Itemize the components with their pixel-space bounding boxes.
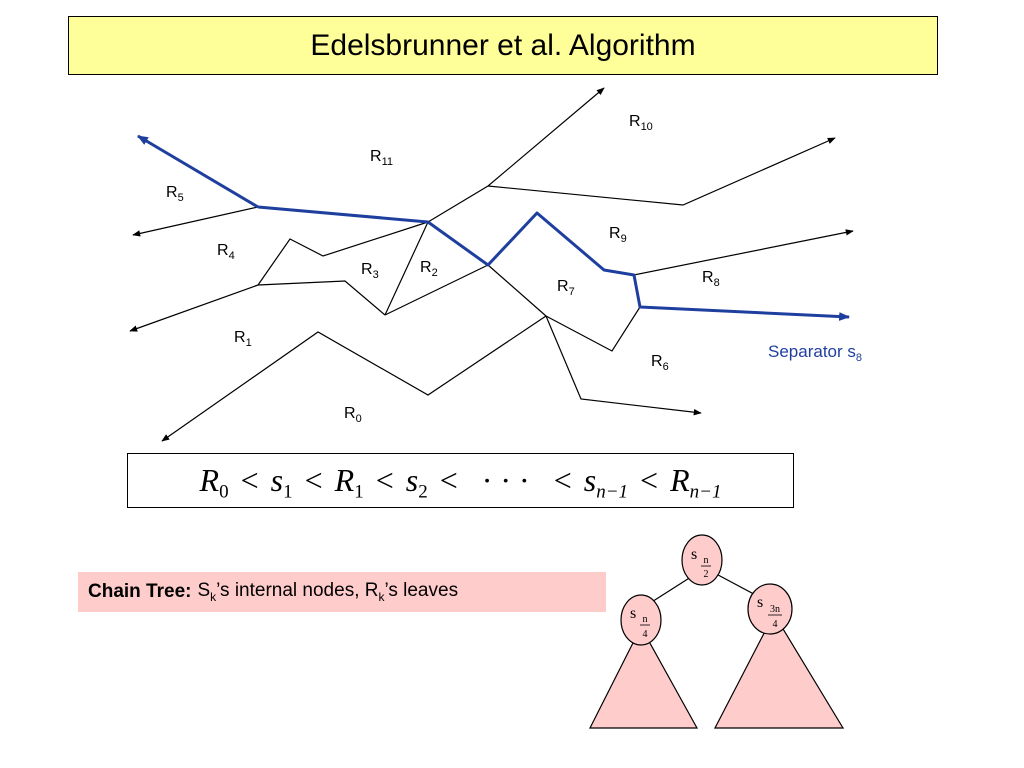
separator-left-arrow bbox=[137, 134, 259, 209]
svg-text:2: 2 bbox=[704, 569, 709, 580]
svg-text:n: n bbox=[704, 555, 709, 566]
lt-symbol: < bbox=[553, 462, 572, 498]
separator-path bbox=[257, 205, 851, 321]
edge-r3-r2-divider bbox=[384, 221, 429, 316]
edge-r7-lower bbox=[545, 306, 641, 352]
lt-symbol: < bbox=[375, 462, 394, 498]
slide-title: Edelsbrunner et al. Algorithm bbox=[68, 16, 938, 75]
region-label-r8: R8 bbox=[702, 269, 720, 289]
region-label-r3: R3 bbox=[361, 261, 379, 281]
chain-tree-caption: Chain Tree: Sk’s internal nodes, Rk’s le… bbox=[78, 572, 606, 612]
chain-tree-heading: Chain Tree: bbox=[88, 581, 192, 602]
svg-text:3n: 3n bbox=[770, 604, 780, 615]
chain-tree: s n 2 s n 4 s 3n 4 bbox=[589, 534, 845, 729]
svg-text:s: s bbox=[630, 605, 636, 622]
term-s2: s2 bbox=[405, 462, 428, 503]
svg-text:4: 4 bbox=[773, 619, 778, 630]
term-s1: s1 bbox=[270, 462, 293, 503]
edge-r8-r9-arrow bbox=[633, 229, 854, 276]
term-rn-1: Rn−1 bbox=[670, 462, 722, 503]
tree-node-right: s 3n 4 bbox=[747, 583, 793, 635]
region-label-r11: R11 bbox=[370, 148, 393, 168]
tree-node-root: s n 2 bbox=[681, 534, 723, 586]
edge-upper-arrow bbox=[427, 87, 605, 223]
subdivision-edges bbox=[129, 87, 854, 442]
chain-tree-description: Sk’s internal nodes, Rk’s leaves bbox=[197, 580, 459, 604]
region-label-r2: R2 bbox=[420, 259, 438, 279]
region-ordering-formula: R0 < s1 < R1 < s2 < · · · < sn−1 < Rn−1 bbox=[127, 453, 794, 508]
tree-node-left: s n 4 bbox=[620, 594, 662, 646]
svg-text:4: 4 bbox=[643, 629, 648, 640]
region-label-r6: R6 bbox=[651, 353, 669, 373]
region-label-r10: R10 bbox=[629, 113, 653, 133]
term-r0: R0 bbox=[199, 462, 229, 503]
edge-r2-lower bbox=[384, 264, 489, 316]
edge-left-upper-arrow bbox=[132, 206, 259, 237]
term-sn-1: sn−1 bbox=[583, 462, 629, 503]
edge-left-lower-arrow bbox=[129, 284, 259, 332]
region-labels: R0 R1 R2 R3 R4 R5 R6 R7 R8 R9 R10 R11 bbox=[166, 113, 720, 425]
svg-text:s: s bbox=[757, 594, 763, 611]
region-label-r7: R7 bbox=[557, 278, 575, 298]
edge-right-upper-arrow bbox=[487, 137, 836, 206]
lt-symbol: < bbox=[439, 462, 458, 498]
ellipsis: · · · bbox=[481, 462, 530, 498]
term-r1: R1 bbox=[334, 462, 364, 503]
region-label-r0: R0 bbox=[344, 405, 362, 425]
lt-symbol: < bbox=[240, 462, 259, 498]
lt-symbol: < bbox=[640, 462, 659, 498]
region-label-r9: R9 bbox=[609, 225, 627, 245]
region-label-r1: R1 bbox=[234, 329, 252, 349]
right-subtree-triangle bbox=[714, 612, 845, 729]
separator-s8-chain bbox=[137, 134, 851, 321]
separator-label: Separator s8 bbox=[768, 342, 862, 364]
edge-r7-left bbox=[487, 264, 547, 317]
lt-symbol: < bbox=[304, 462, 323, 498]
slide-title-text: Edelsbrunner et al. Algorithm bbox=[310, 28, 696, 62]
region-label-r4: R4 bbox=[217, 242, 235, 262]
edge-r0-r1-boundary bbox=[161, 315, 547, 442]
svg-text:n: n bbox=[643, 614, 648, 625]
left-subtree-triangle bbox=[589, 625, 699, 729]
edge-r3-lower bbox=[257, 280, 386, 316]
svg-text:s: s bbox=[691, 546, 697, 563]
region-label-r5: R5 bbox=[166, 184, 184, 204]
edge-r6-lower-arrow bbox=[545, 315, 702, 416]
edge-r4-boundary bbox=[257, 221, 429, 286]
